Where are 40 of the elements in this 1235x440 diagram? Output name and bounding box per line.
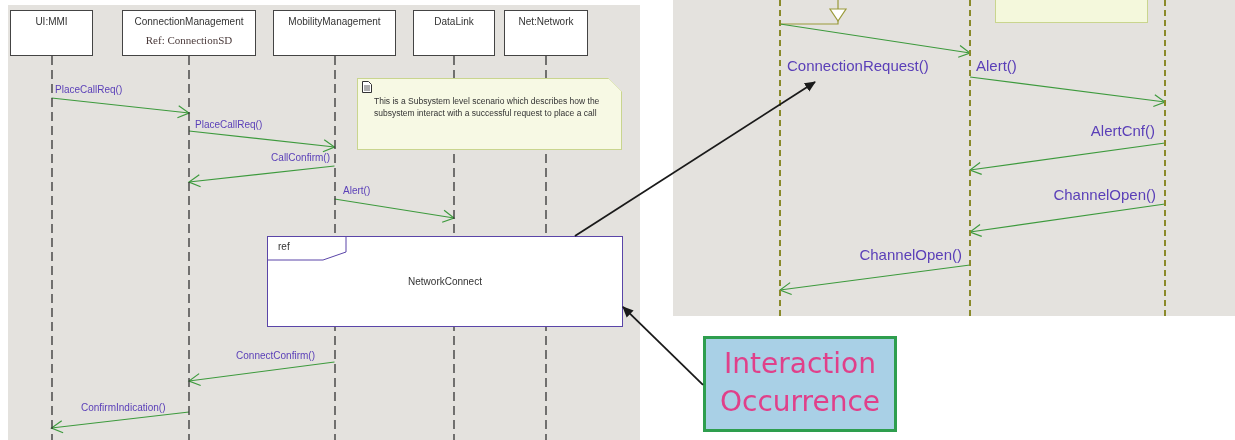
- message-label: ConfirmIndication(): [81, 402, 166, 414]
- message-label: ChannelOpen(): [859, 246, 962, 263]
- interaction-name: NetworkConnect: [407, 276, 483, 287]
- message-arrow: [188, 361, 336, 387]
- message-arrow: [779, 23, 971, 58]
- participant-name: DataLink: [433, 16, 475, 27]
- lifeline: [969, 0, 971, 316]
- message-arrow: [50, 411, 190, 434]
- participant-name: UI:MMI: [34, 16, 69, 27]
- message-arrow: [50, 97, 190, 119]
- message-label: PlaceCallReq(): [55, 84, 123, 96]
- message-arrow: [188, 165, 336, 188]
- message-label: ConnectionRequest(): [787, 57, 929, 74]
- message-arrow: [969, 76, 1166, 108]
- participant-name: MobilityManagement: [287, 16, 382, 27]
- interaction-frame: [267, 236, 623, 327]
- frame-tag: ref: [278, 241, 290, 252]
- lifeline: [779, 0, 781, 316]
- message-arrow: [969, 203, 1166, 237]
- reference-label: Ref: ConnectionSD: [144, 34, 234, 46]
- participant-name: Net:Network: [517, 16, 575, 27]
- note-box: [995, 0, 1148, 23]
- note-text: This is a Subsystem level scenario which describes how the subsystem interact with a successful request to place a call: [374, 95, 601, 119]
- callout-text: Interaction Occurrence: [718, 346, 882, 420]
- pointer-arrow: [574, 81, 816, 237]
- message-arrow: [188, 130, 336, 153]
- message-label: ChannelOpen(): [1053, 186, 1156, 203]
- lifeline: [1164, 0, 1166, 316]
- message-label: ConnectConfirm(): [236, 350, 315, 362]
- message-label: CallConfirm(): [271, 152, 330, 164]
- pointer-arrow: [622, 306, 704, 386]
- message-label: Alert(): [976, 57, 1017, 74]
- message-label: PlaceCallReq(): [195, 119, 263, 131]
- message-label: Alert(): [343, 185, 371, 197]
- message-label: AlertCnf(): [1090, 122, 1155, 139]
- message-arrow: [969, 142, 1166, 176]
- message-arrow: [333, 198, 455, 223]
- participant-name: ConnectionManagement: [133, 16, 245, 27]
- callout-box: [703, 336, 897, 432]
- message-arrow: [779, 264, 971, 296]
